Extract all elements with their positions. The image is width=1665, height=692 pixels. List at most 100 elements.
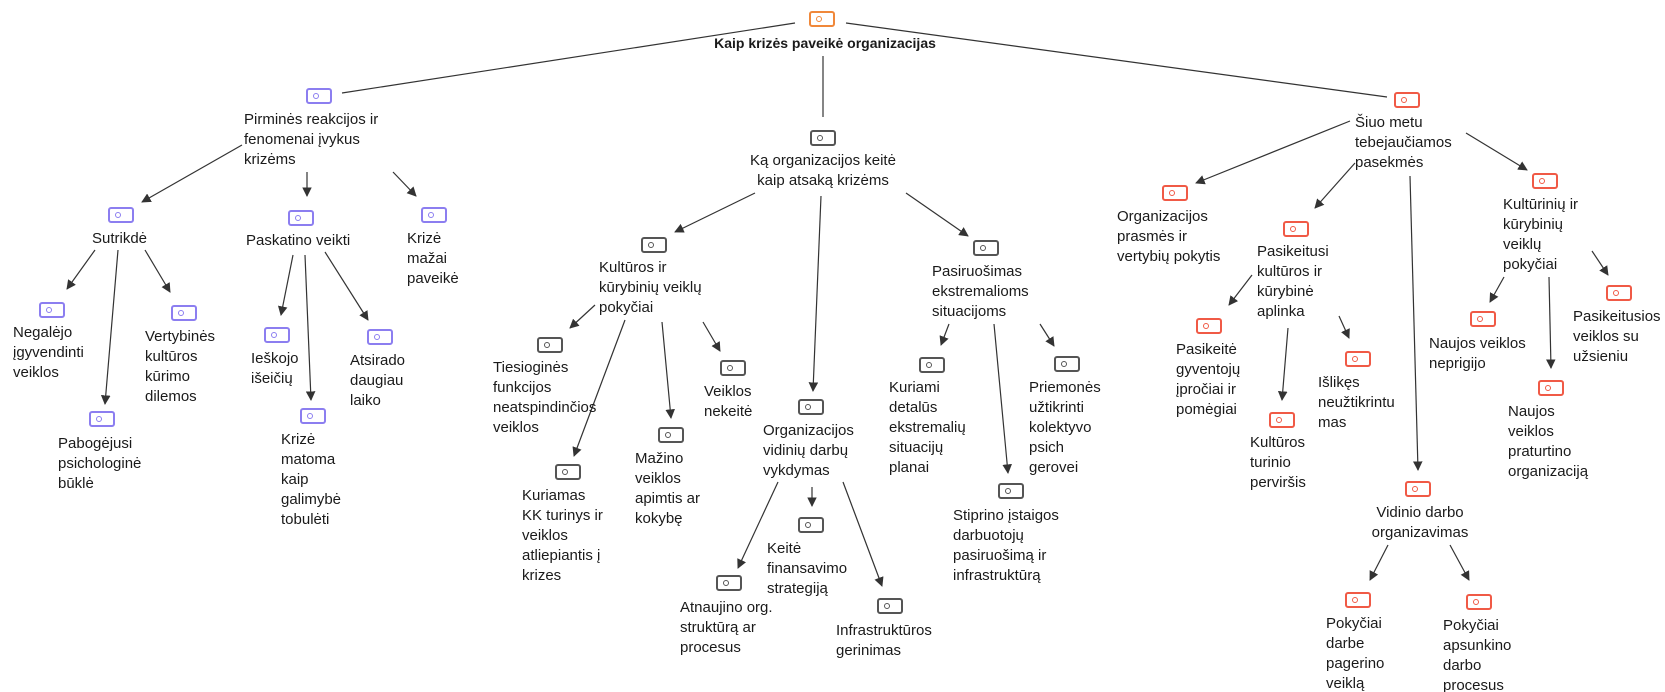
topic-ka-organizacijos-keite[interactable]: Ką organizacijos keitė kaip atsaką krizė…	[750, 152, 896, 189]
edge-sutrikde-pabogejusi	[100, 249, 119, 405]
pasiruosimas-tag-icon	[973, 240, 999, 256]
infrastrukturos-tag-icon	[877, 598, 903, 614]
topic-pasiruosimas[interactable]: Pasiruošimas ekstremalioms situacijoms	[932, 263, 1029, 320]
root-tag-icon	[809, 11, 835, 27]
edge-vidiniu-infra	[842, 481, 884, 587]
topic-atsirado[interactable]: Atsirado daugiau laiko	[350, 352, 406, 409]
edge-root-right	[845, 22, 1388, 98]
topic-negalejo[interactable]: Negalėjo įgyvendinti veiklos	[13, 324, 84, 381]
topic-apsunkino[interactable]: Pokyčiai apsunkino darbo procesus	[1443, 617, 1512, 692]
topic-vidinio-darbo[interactable]: Vidinio darbo organizavimas	[1371, 504, 1469, 541]
edge-root-left	[341, 22, 796, 94]
neprigijo-tag-icon	[1470, 311, 1496, 327]
topic-vertybines[interactable]: Vertybinės kultūros kūrimo dilemos	[145, 328, 216, 405]
edge-paskatino-atsirado	[324, 251, 369, 321]
islikes-tag-icon	[1345, 351, 1371, 367]
gyventoju-tag-icon	[1196, 318, 1222, 334]
edge-sutrikde-vertybines	[144, 249, 171, 293]
topic-pagerino[interactable]: Pokyčiai darbe pagerino veiklą	[1326, 615, 1385, 692]
pasikeitusi-tag-icon	[1283, 221, 1309, 237]
topic-atnaujino[interactable]: Atnaujino org. struktūrą ar procesus	[680, 599, 773, 656]
topic-vidiniu-darbu[interactable]: Organizacijos vidinių darbų vykdymas	[763, 422, 854, 479]
edge-middle-vidiniu	[808, 195, 822, 392]
edge-middle-pasiruosimas	[905, 192, 969, 237]
topic-turinio-perviesis[interactable]: Kultūros turinio perviršis	[1250, 434, 1306, 491]
topic-mazino[interactable]: Mažino veiklos apimtis ar kokybę	[635, 450, 701, 527]
edge-kulturos-tiesiogines	[569, 304, 596, 329]
mazino-tag-icon	[658, 427, 684, 443]
krize-mazai-tag-icon	[421, 207, 447, 223]
edge-vidiniu-atnaujino	[737, 481, 779, 569]
topic-pirmines-reakcijos[interactable]: Pirminės reakcijos ir fenomenai įvykus k…	[244, 111, 379, 168]
edge-kk-praturtino	[1546, 276, 1556, 369]
edge-right-vidinio	[1409, 175, 1423, 471]
kuriamas-tag-icon	[555, 464, 581, 480]
topic-neprigijo[interactable]: Naujos veiklos neprigijo	[1429, 335, 1526, 372]
edge-right-kk	[1465, 132, 1528, 171]
topic-stiprino[interactable]: Stiprino įstaigos darbuotojų pasiruošimą…	[953, 507, 1059, 584]
topic-sutrikde[interactable]: Sutrikdė	[92, 230, 148, 247]
edge-pasiruosimas-priemones	[1039, 323, 1055, 347]
edge-pasikeitusi-turinio	[1277, 327, 1289, 401]
topic-pabogejusi[interactable]: Pabogėjusi psichologinė būklė	[58, 435, 142, 492]
nekeite-tag-icon	[720, 360, 746, 376]
praturtino-tag-icon	[1538, 380, 1564, 396]
negalejo-tag-icon	[39, 302, 65, 318]
kk-pokyciai-tag-icon	[1532, 173, 1558, 189]
vidinio-tag-icon	[1405, 481, 1431, 497]
paskatino-tag-icon	[288, 210, 314, 226]
topic-kuriamas[interactable]: Kuriamas KK turinys ir veiklos atliepian…	[522, 487, 603, 584]
topic-kulturiniu-pokyciai[interactable]: Kultūrinių ir kūrybinių veiklų pokyčiai	[1503, 196, 1579, 273]
krize-matoma-tag-icon	[300, 408, 326, 424]
topic-infrastrukturos[interactable]: Infrastruktūros gerinimas	[836, 622, 932, 659]
apsunkino-tag-icon	[1466, 594, 1492, 610]
topic-islikes[interactable]: Išlikęs neužtikrintu mas	[1318, 374, 1395, 431]
topic-uzsieniu[interactable]: Pasikeitusios veiklos su užsieniu	[1573, 308, 1661, 365]
topic-priemones[interactable]: Priemonės užtikrinti kolektyvo psich ger…	[1029, 379, 1101, 476]
topic-krize-mazai[interactable]: Krizė mažai paveikė	[407, 230, 459, 287]
keite-fin-tag-icon	[798, 517, 824, 533]
topic-kuriami-planai[interactable]: Kuriami detalūs ekstremalių situacijų pl…	[889, 379, 966, 476]
edge-pasiruosimas-kuriami	[939, 323, 950, 346]
kulturos-tag-icon	[641, 237, 667, 253]
topic-praturtino[interactable]: Naujos veiklos praturtino organizaciją	[1508, 403, 1589, 480]
tiesiogines-tag-icon	[537, 337, 563, 353]
vertybines-tag-icon	[171, 305, 197, 321]
edge-right-pasikeitusi	[1314, 162, 1356, 209]
edge-paskatino-ieskojo	[277, 254, 294, 316]
topic-ieskojo[interactable]: Ieškojo išeičių	[251, 350, 299, 387]
topic-gyventoju-iprociai[interactable]: Pasikeitė gyventojų įpročiai ir pomėgiai	[1176, 341, 1241, 418]
pagerino-tag-icon	[1345, 592, 1371, 608]
topic-siuo-metu[interactable]: Šiuo metu tebejaučiamos pasekmės	[1355, 114, 1452, 171]
edge-paskatino-krizematoma	[304, 254, 316, 401]
left-branch-tag-icon	[306, 88, 332, 104]
edge-kulturos-nekeite	[702, 321, 721, 352]
topic-paskatino[interactable]: Paskatino veikti	[246, 232, 351, 249]
kuriami-tag-icon	[919, 357, 945, 373]
edge-kk-neprigijo	[1489, 276, 1505, 303]
topic-tiesiogines[interactable]: Tiesioginės funkcijos neatspindinčios ve…	[493, 359, 597, 436]
priemones-tag-icon	[1054, 356, 1080, 372]
topic-prasmes[interactable]: Organizacijos prasmės ir vertybių pokyti…	[1117, 208, 1221, 265]
topic-keite-finansavimo[interactable]: Keitė finansavimo strategiją	[767, 540, 848, 597]
topic-veiklos-nekeite[interactable]: Veiklos nekeitė	[704, 383, 753, 420]
topic-kulturos-pokyciai[interactable]: Kultūros ir kūrybinių veiklų pokyčiai	[599, 259, 702, 316]
edge-vidinio-apsunkino	[1449, 544, 1470, 581]
edge-kulturos-mazino	[661, 321, 675, 419]
uzsieniu-tag-icon	[1606, 285, 1632, 301]
edge-kulturos-kuriamas	[572, 319, 626, 457]
edge-sutrikde-negalejo	[66, 249, 96, 290]
root-topic[interactable]: Kaip krizės paveikė organizacijas	[714, 35, 936, 51]
vidiniu-tag-icon	[798, 399, 824, 415]
edge-left-sutrikde	[141, 144, 243, 203]
middle-branch-tag-icon	[810, 130, 836, 146]
edge-kk-uzsieniu	[1591, 250, 1609, 276]
topic-krize-matoma[interactable]: Krizė matoma kaip galimybė tobulėti	[281, 431, 342, 528]
atnaujino-tag-icon	[716, 575, 742, 591]
topic-pasikeitusi-aplinka[interactable]: Pasikeitusi kultūros ir kūrybinė aplinka	[1257, 243, 1329, 320]
edge-middle-kulturos	[674, 192, 756, 233]
ieskojo-tag-icon	[264, 327, 290, 343]
edge-pasikeitusi-gyventoju	[1228, 274, 1253, 306]
